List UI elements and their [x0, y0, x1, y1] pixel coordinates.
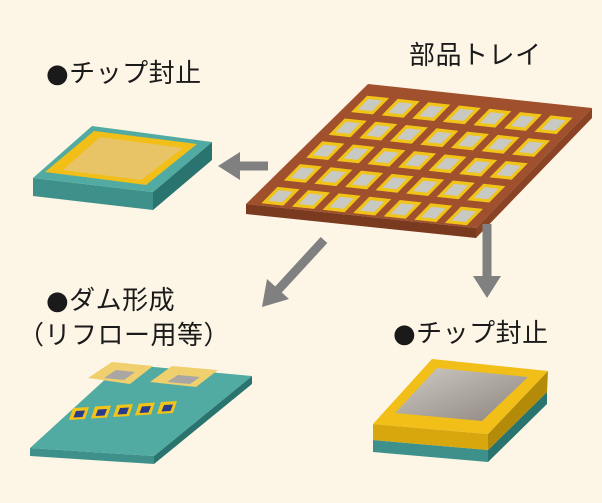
tray-chip	[496, 164, 521, 177]
tray-chip	[268, 190, 293, 203]
tray-chip	[360, 200, 385, 213]
tray-chip	[374, 151, 399, 164]
tray-chip	[518, 141, 544, 154]
dam-pads	[69, 401, 177, 420]
tray-chip	[313, 144, 338, 157]
tray-chip	[382, 177, 407, 190]
dam-pad-center	[73, 410, 85, 418]
label-chip-seal-right: ●チップ封止	[393, 319, 549, 349]
tray-chip	[335, 121, 360, 134]
tray-chip	[480, 112, 505, 125]
arrow-to-dam	[262, 236, 328, 307]
chip-seal-left-module	[33, 126, 212, 210]
tray-chip	[465, 161, 491, 174]
tray-chip	[388, 102, 413, 115]
tray-chip	[357, 99, 383, 112]
label-dam-note: （リフロー用等）	[18, 321, 231, 351]
tray-chip	[474, 187, 499, 200]
tray-chip	[421, 206, 446, 219]
tray-chip	[488, 138, 513, 151]
tray-chip	[343, 147, 369, 160]
tray-chip	[541, 118, 566, 131]
label-parts-tray: 部品トレイ	[409, 41, 542, 71]
chip-seal-right-module	[373, 359, 548, 462]
tray-chip	[451, 209, 477, 222]
dam-module	[30, 362, 252, 464]
tray-chip	[351, 174, 377, 186]
tray-chip	[510, 115, 536, 128]
label-dam-formation: ●ダム形成	[46, 286, 176, 316]
tray-chip	[443, 183, 468, 196]
tray-chip	[419, 105, 444, 118]
dam-pad-center	[95, 409, 107, 416]
arrow-to-right-chip	[473, 224, 501, 298]
tray-chip	[404, 154, 430, 167]
arrow-to-left-chip	[218, 152, 268, 180]
component-tray	[246, 84, 592, 238]
dam-pad-center	[117, 407, 129, 415]
dam-pad-center	[139, 406, 151, 413]
tray-chip	[366, 125, 391, 138]
tray-side-edge	[476, 108, 592, 238]
tray-chip	[427, 131, 452, 144]
label-chip-seal-left: ●チップ封止	[46, 59, 202, 89]
tray-chip	[290, 167, 316, 180]
tray-chip	[329, 196, 354, 209]
tray-chip	[413, 180, 438, 193]
tray-chip	[396, 128, 421, 141]
tray-chip	[298, 193, 324, 206]
tray-pockets	[261, 95, 573, 226]
tray-chip	[457, 135, 483, 147]
dam-pad-center	[161, 404, 173, 412]
tray-chip	[390, 203, 415, 216]
tray-chip	[449, 108, 474, 121]
tray-front-edge	[246, 204, 476, 238]
tray-chip	[435, 157, 460, 170]
tray-chip	[321, 170, 346, 183]
